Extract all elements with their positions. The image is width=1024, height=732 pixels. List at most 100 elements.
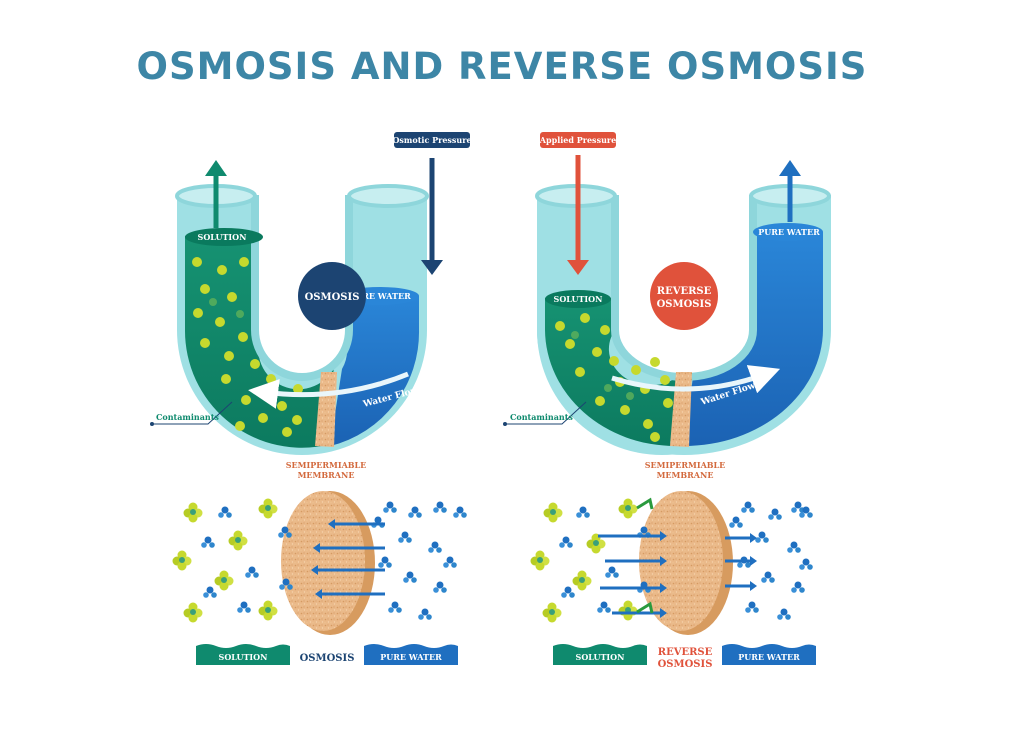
flow-arrow-icon [600,583,667,593]
flow-arrow-icon [311,565,385,575]
water-molecule-icon [218,506,232,518]
right-contaminants-callout: Contaminants [503,401,587,426]
page-title: OSMOSIS AND REVERSE OSMOSIS [137,45,868,88]
water-molecule-icon [761,571,775,583]
svg-text:Osmotic Pressure: Osmotic Pressure [392,135,471,145]
right-bottom-center-label-2: OSMOSIS [658,659,713,670]
contaminant-molecule-icon [183,502,203,523]
reverse-osmosis-badge: REVERSE OSMOSIS [650,262,718,330]
flow-arrow-icon [725,581,757,591]
flow-arrow-icon [315,589,385,599]
flow-arrow-icon [725,533,757,543]
left-bottom-pure-water-bar: PURE WATER [364,644,458,665]
right-pure-water-label: PURE WATER [758,227,820,237]
contaminant-molecule-icon [530,550,550,571]
contaminant-molecule-icon [572,570,592,591]
rejected-contaminant-arrow-icon [636,497,654,510]
right-membrane-label-1: SEMIPERMIABLE [645,460,726,470]
left-bottom-molecules [172,498,467,623]
svg-text:OSMOSIS: OSMOSIS [657,299,712,310]
svg-text:SOLUTION: SOLUTION [576,652,625,662]
water-molecule-icon [237,601,251,613]
right-up-arrow-icon [779,160,801,176]
right-bottom-solution-bar: SOLUTION [553,644,647,665]
water-molecule-icon [561,586,575,598]
flow-arrow-icon [725,556,757,566]
water-molecule-icon [383,501,397,513]
left-bottom-arrows [311,519,385,599]
water-molecule-icon [433,581,447,593]
left-u-tube: Water Flow SOLUTION PURE WATER [175,158,443,455]
water-molecule-icon [559,536,573,548]
water-molecule-icon [378,556,392,568]
contaminant-molecule-icon [183,602,203,623]
water-molecule-icon [741,501,755,513]
svg-text:Contaminants: Contaminants [156,412,219,422]
svg-text:Contaminants: Contaminants [510,412,573,422]
svg-text:SOLUTION: SOLUTION [219,652,268,662]
flow-arrow-icon [328,519,385,529]
contaminant-molecule-icon [618,600,638,621]
osmotic-pressure-tag: Osmotic Pressure [392,132,472,148]
left-pure-water-label: PURE WATER [349,291,411,301]
rejected-contaminant-arrow-icon [636,601,654,614]
water-molecule-icon [408,506,422,518]
contaminant-molecule-icon [543,502,563,523]
flow-arrow-icon [313,543,385,553]
right-bottom-center-label-1: REVERSE [658,647,713,658]
right-down-arrow-icon [567,260,589,275]
water-molecule-icon [433,501,447,513]
left-membrane-disk [281,491,375,635]
contaminant-molecule-icon [228,530,248,551]
right-membrane-disk [639,491,733,635]
left-solution-label: SOLUTION [198,232,247,242]
flow-arrow-icon [605,556,667,566]
water-molecule-icon [278,526,292,538]
svg-text:OSMOSIS: OSMOSIS [305,292,360,303]
right-membrane-label-2: MEMBRANE [657,470,714,480]
water-molecule-icon [729,516,743,528]
left-contaminants-callout: Contaminants [150,401,233,426]
contaminant-molecule-icon [172,550,192,571]
water-molecule-icon [201,536,215,548]
water-molecule-icon [403,571,417,583]
left-membrane-label-2: MEMBRANE [298,470,355,480]
water-molecule-icon [799,506,813,518]
water-molecule-icon [418,608,432,620]
left-bottom-solution-bar: SOLUTION [196,644,290,665]
svg-text:PURE WATER: PURE WATER [738,652,800,662]
contaminant-molecule-icon [542,602,562,623]
water-molecule-icon [605,566,619,578]
water-molecule-icon [443,556,457,568]
water-molecule-icon [388,601,402,613]
left-membrane-label-1: SEMIPERMIABLE [286,460,367,470]
water-molecule-icon [576,506,590,518]
water-molecule-icon [245,566,259,578]
water-molecule-icon [787,541,801,553]
water-molecule-icon [745,601,759,613]
contaminant-molecule-icon [214,570,234,591]
contaminant-molecule-icon [258,498,278,519]
right-bottom-molecules [530,498,813,623]
left-down-arrow-icon [421,260,443,275]
right-u-tube: Water Flow SOLUTION PURE WATER [535,155,831,455]
svg-text:PURE WATER: PURE WATER [380,652,442,662]
water-molecule-icon [768,508,782,520]
right-bottom-pure-water-bar: PURE WATER [722,644,816,665]
water-molecule-icon [453,506,467,518]
flow-arrow-icon [598,531,667,541]
osmosis-badge: OSMOSIS [298,262,366,330]
water-molecule-icon [755,531,769,543]
contaminant-molecule-icon [258,600,278,621]
water-molecule-icon [799,558,813,570]
contaminant-molecule-icon [618,498,638,519]
water-molecule-icon [398,531,412,543]
svg-text:Applied Pressure: Applied Pressure [539,135,616,145]
left-bottom-center-label: OSMOSIS [300,653,355,664]
svg-text:REVERSE: REVERSE [657,286,712,297]
applied-pressure-tag: Applied Pressure [539,132,616,148]
water-molecule-icon [791,581,805,593]
contaminant-molecule-icon [586,533,606,554]
water-molecule-icon [279,578,293,590]
